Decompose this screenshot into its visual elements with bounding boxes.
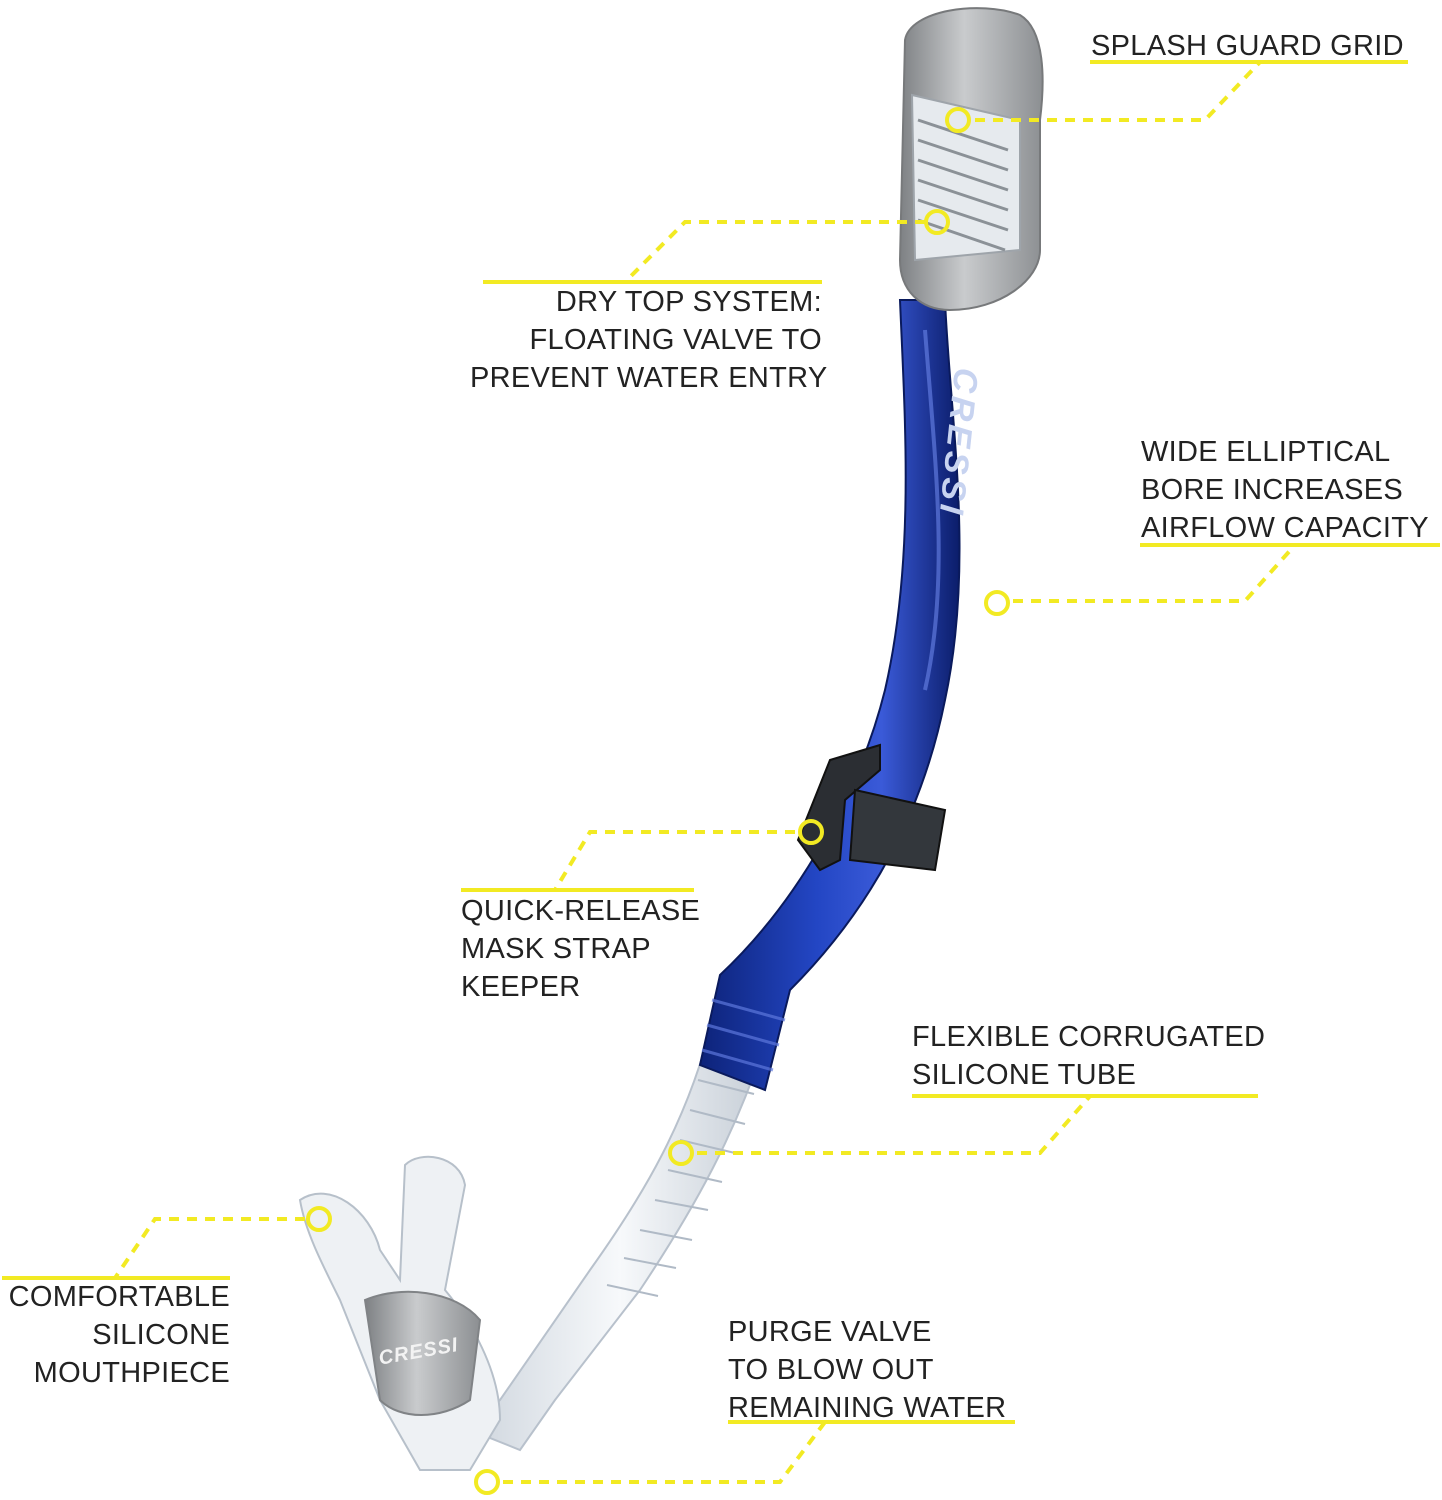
marker-purge-valve [474,1469,500,1495]
marker-dry-top [924,209,950,235]
label-flexible-corrugated-tube: FLEXIBLE CORRUGATED SILICONE TUBE [912,1021,1266,1091]
callout-line-purge-valve [503,1420,827,1484]
mouthpiece [298,1155,502,1471]
splash-guard [898,7,1044,312]
marker-strap-keeper [798,819,824,845]
callout-line-wide-bore [1013,543,1297,603]
callout-markers [306,107,1010,1495]
callout-lines [113,60,1297,1484]
blue-tube [698,299,961,1092]
marker-splash-guard [945,107,971,133]
callout-line-corrugated-tube [697,1094,1092,1155]
label-comfortable-mouthpiece: COMFORTABLE SILICONE MOUTHPIECE [8,1281,230,1389]
label-dry-top-system: DRY TOP SYSTEM: FLOATING VALVE TO PREVEN… [470,286,828,394]
callout-line-mouthpiece [113,1217,305,1280]
callout-line-dry-top [623,220,925,284]
marker-wide-bore [984,590,1010,616]
callout-line-splash-guard [975,60,1262,122]
marker-mouthpiece [306,1206,332,1232]
corrugated-tube [468,1008,772,1452]
label-quick-release-strap-keeper: QUICK-RELEASE MASK STRAP KEEPER [461,895,701,1003]
label-purge-valve: PURGE VALVE TO BLOW OUT REMAINING WATER [728,1316,1007,1424]
label-splash-guard-grid: SPLASH GUARD GRID [1091,30,1404,62]
callout-underlines [2,60,1440,1424]
marker-corrugated-tube [668,1140,694,1166]
label-wide-elliptical-bore: WIDE ELLIPTICAL BORE INCREASES AIRFLOW C… [1141,436,1429,544]
callout-line-strap-keeper [553,830,795,892]
